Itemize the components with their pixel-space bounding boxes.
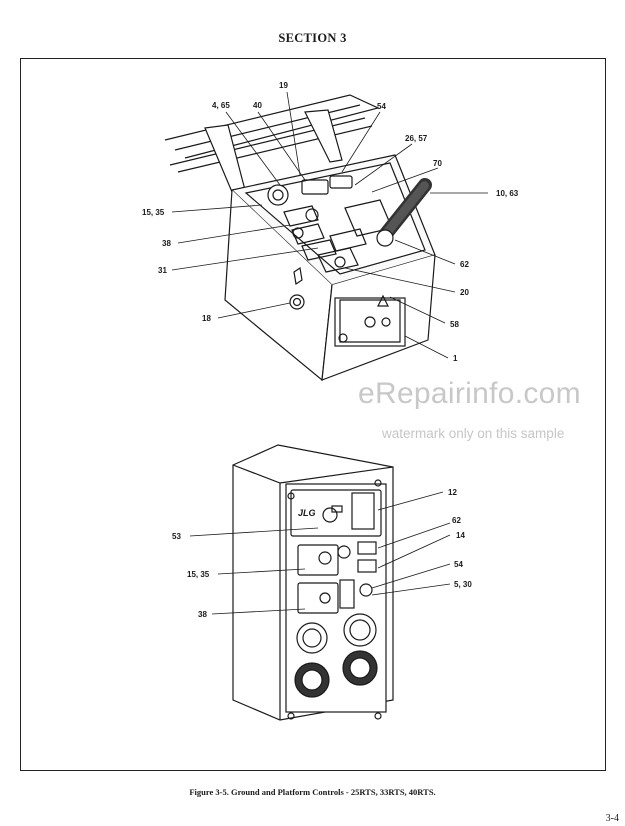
callout-20: 20 <box>460 288 469 297</box>
callout-62: 62 <box>460 260 469 269</box>
callout-38: 38 <box>162 239 171 248</box>
callout-18: 18 <box>202 314 211 323</box>
leader-lines-top <box>171 91 488 359</box>
callout-labels-bottom: 12 62 14 53 15, 35 54 5, 30 38 <box>172 488 472 619</box>
callout-14: 14 <box>456 531 465 540</box>
section-header: SECTION 3 <box>278 31 347 45</box>
watermark-site: eRepairinfo.com <box>358 377 581 410</box>
ground-control-box <box>164 94 436 382</box>
platform-control-box: JLG <box>232 444 394 721</box>
callout-labels-top: 19 4, 65 40 54 26, 57 70 10, 63 15, 35 3… <box>142 81 519 363</box>
watermark-note: watermark only on this sample <box>382 426 565 441</box>
callout-15-35: 15, 35 <box>142 208 165 217</box>
callout-19: 19 <box>279 81 288 90</box>
callout-54-bottom: 54 <box>454 560 463 569</box>
callout-38-bottom: 38 <box>198 610 207 619</box>
callout-70: 70 <box>433 159 442 168</box>
callout-53: 53 <box>172 532 181 541</box>
callout-31: 31 <box>158 266 167 275</box>
callout-10-63: 10, 63 <box>496 189 519 198</box>
figure-caption: Figure 3-5. Ground and Platform Controls… <box>189 787 436 797</box>
callout-5-30: 5, 30 <box>454 580 472 589</box>
callout-40: 40 <box>253 101 262 110</box>
callout-1: 1 <box>453 354 458 363</box>
callout-15-35-bottom: 15, 35 <box>187 570 210 579</box>
leader-lines-bottom <box>189 491 451 615</box>
callout-62-bottom: 62 <box>452 516 461 525</box>
callout-54: 54 <box>377 102 386 111</box>
callout-4-65: 4, 65 <box>212 101 230 110</box>
callout-12: 12 <box>448 488 457 497</box>
callout-58: 58 <box>450 320 459 329</box>
figure-frame <box>20 58 606 771</box>
jlg-logo: JLG <box>298 508 316 518</box>
page-number: 3-4 <box>605 813 619 824</box>
callout-26-57: 26, 57 <box>405 134 428 143</box>
